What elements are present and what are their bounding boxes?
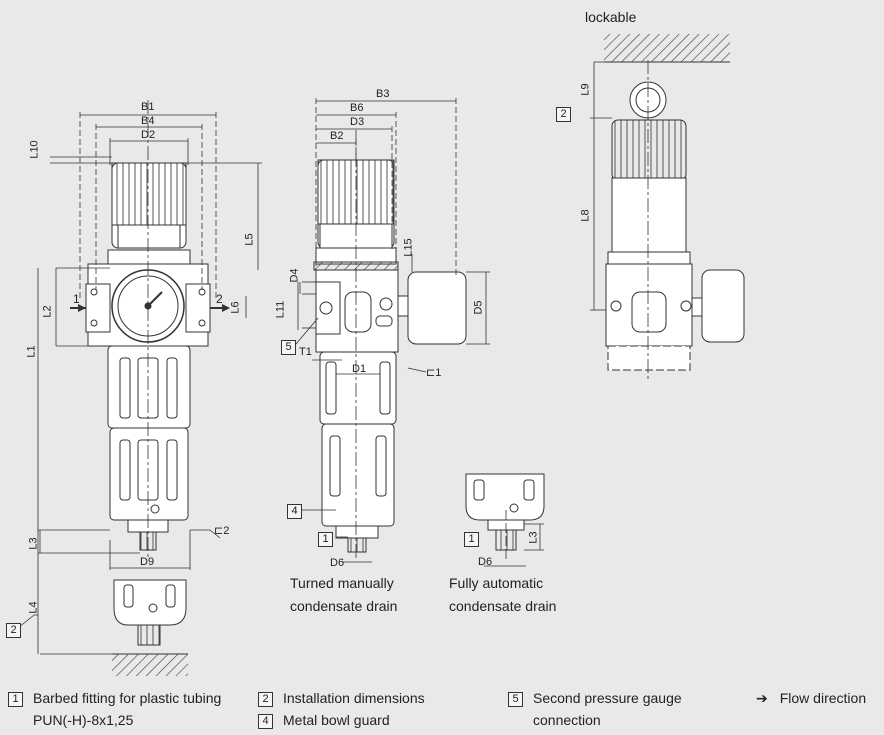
callout-1-side: 1 — [318, 529, 343, 548]
front-dimension-lines — [17, 100, 262, 655]
manual-drain-caption: Turned manually condensate drain — [290, 575, 398, 614]
dim-l11: L11 — [274, 300, 287, 319]
dim-l1: L1 — [25, 345, 38, 358]
legend-item-flow: ➔Flow direction — [756, 690, 867, 706]
dim-d1: D1 — [352, 363, 367, 375]
front-view — [85, 162, 211, 676]
dim-d3: D3 — [350, 116, 365, 128]
callout-4: 4 — [287, 501, 312, 520]
dim-l9: L9 — [579, 83, 592, 96]
dim-d5: D5 — [472, 300, 485, 315]
dim-d6: D6 — [330, 557, 345, 569]
dim-auto-d6: D6 — [478, 556, 493, 568]
dim-l5: L5 — [243, 233, 256, 246]
dim-l3: L3 — [27, 537, 40, 550]
callout-5: 5 — [281, 337, 306, 356]
right-dimension-lines — [590, 60, 649, 380]
port-in: 1 — [73, 292, 80, 306]
dim-t1: T1 — [299, 346, 312, 358]
dim-l6: L6 — [229, 301, 242, 314]
callout-2-right: 2 — [556, 104, 581, 123]
dim-wrench1: ⊏1 — [426, 367, 442, 379]
dim-wrench2: ⊏2 — [214, 525, 230, 537]
dim-d2: D2 — [141, 129, 156, 141]
dim-auto-l3: L3 — [527, 531, 540, 544]
dim-b3: B3 — [376, 88, 390, 100]
flow-arrow-icon: ➔ — [756, 690, 768, 706]
dim-b1: B1 — [141, 101, 155, 113]
dim-b2: B2 — [330, 130, 344, 142]
auto-dimension-lines — [484, 510, 544, 567]
dim-l8: L8 — [579, 209, 592, 222]
side-view — [313, 159, 467, 553]
dim-d4: D4 — [288, 268, 301, 283]
dim-d9: D9 — [140, 556, 155, 568]
dim-l10: L10 — [28, 140, 41, 159]
right-view — [604, 34, 745, 371]
side-dimension-lines — [295, 98, 490, 563]
dim-b4: B4 — [141, 115, 155, 127]
callout-1-auto: 1 — [464, 529, 489, 548]
auto-drain-caption: Fully automatic condensate drain — [449, 575, 557, 614]
dim-l2: L2 — [41, 305, 54, 318]
dim-l4: L4 — [27, 601, 40, 614]
dim-l15: L15 — [402, 238, 415, 257]
port-out: 2 — [216, 292, 223, 306]
callout-2-front: 2 — [6, 620, 31, 639]
dim-b6: B6 — [350, 102, 364, 114]
lockable-label: lockable — [585, 9, 637, 25]
